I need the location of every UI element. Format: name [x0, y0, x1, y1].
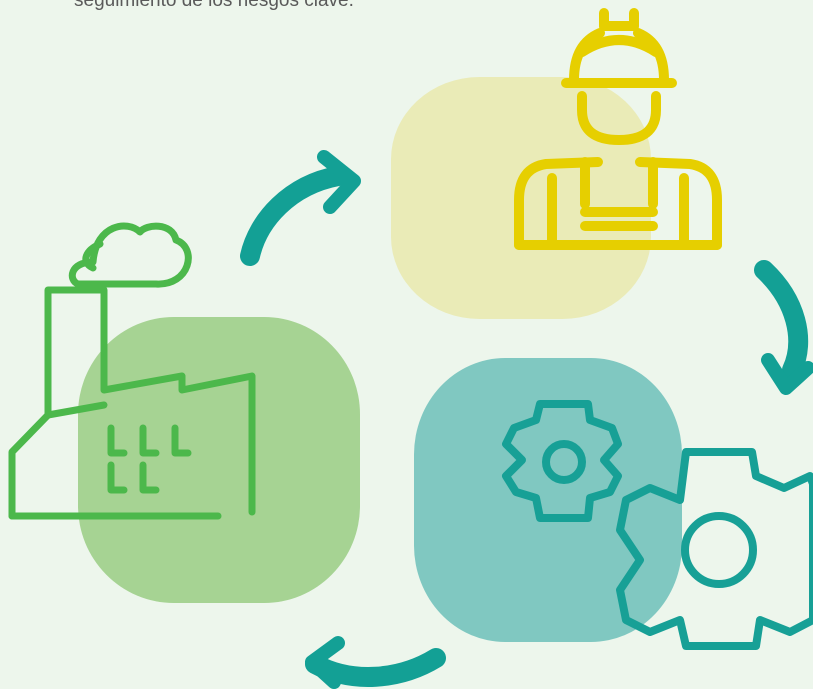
large-gear-icon	[616, 448, 813, 650]
green-tile	[78, 317, 360, 603]
caption-text: seguimiento de los riesgos clave.	[74, 0, 354, 11]
gears-icon	[502, 400, 813, 650]
worker-hardhat-icon	[514, 8, 722, 250]
arrow-top-icon	[240, 150, 361, 266]
arrow-bottom-icon	[305, 636, 446, 689]
factory-icon	[8, 222, 256, 520]
small-gear-icon	[502, 400, 622, 522]
arrow-right-icon	[754, 260, 813, 395]
